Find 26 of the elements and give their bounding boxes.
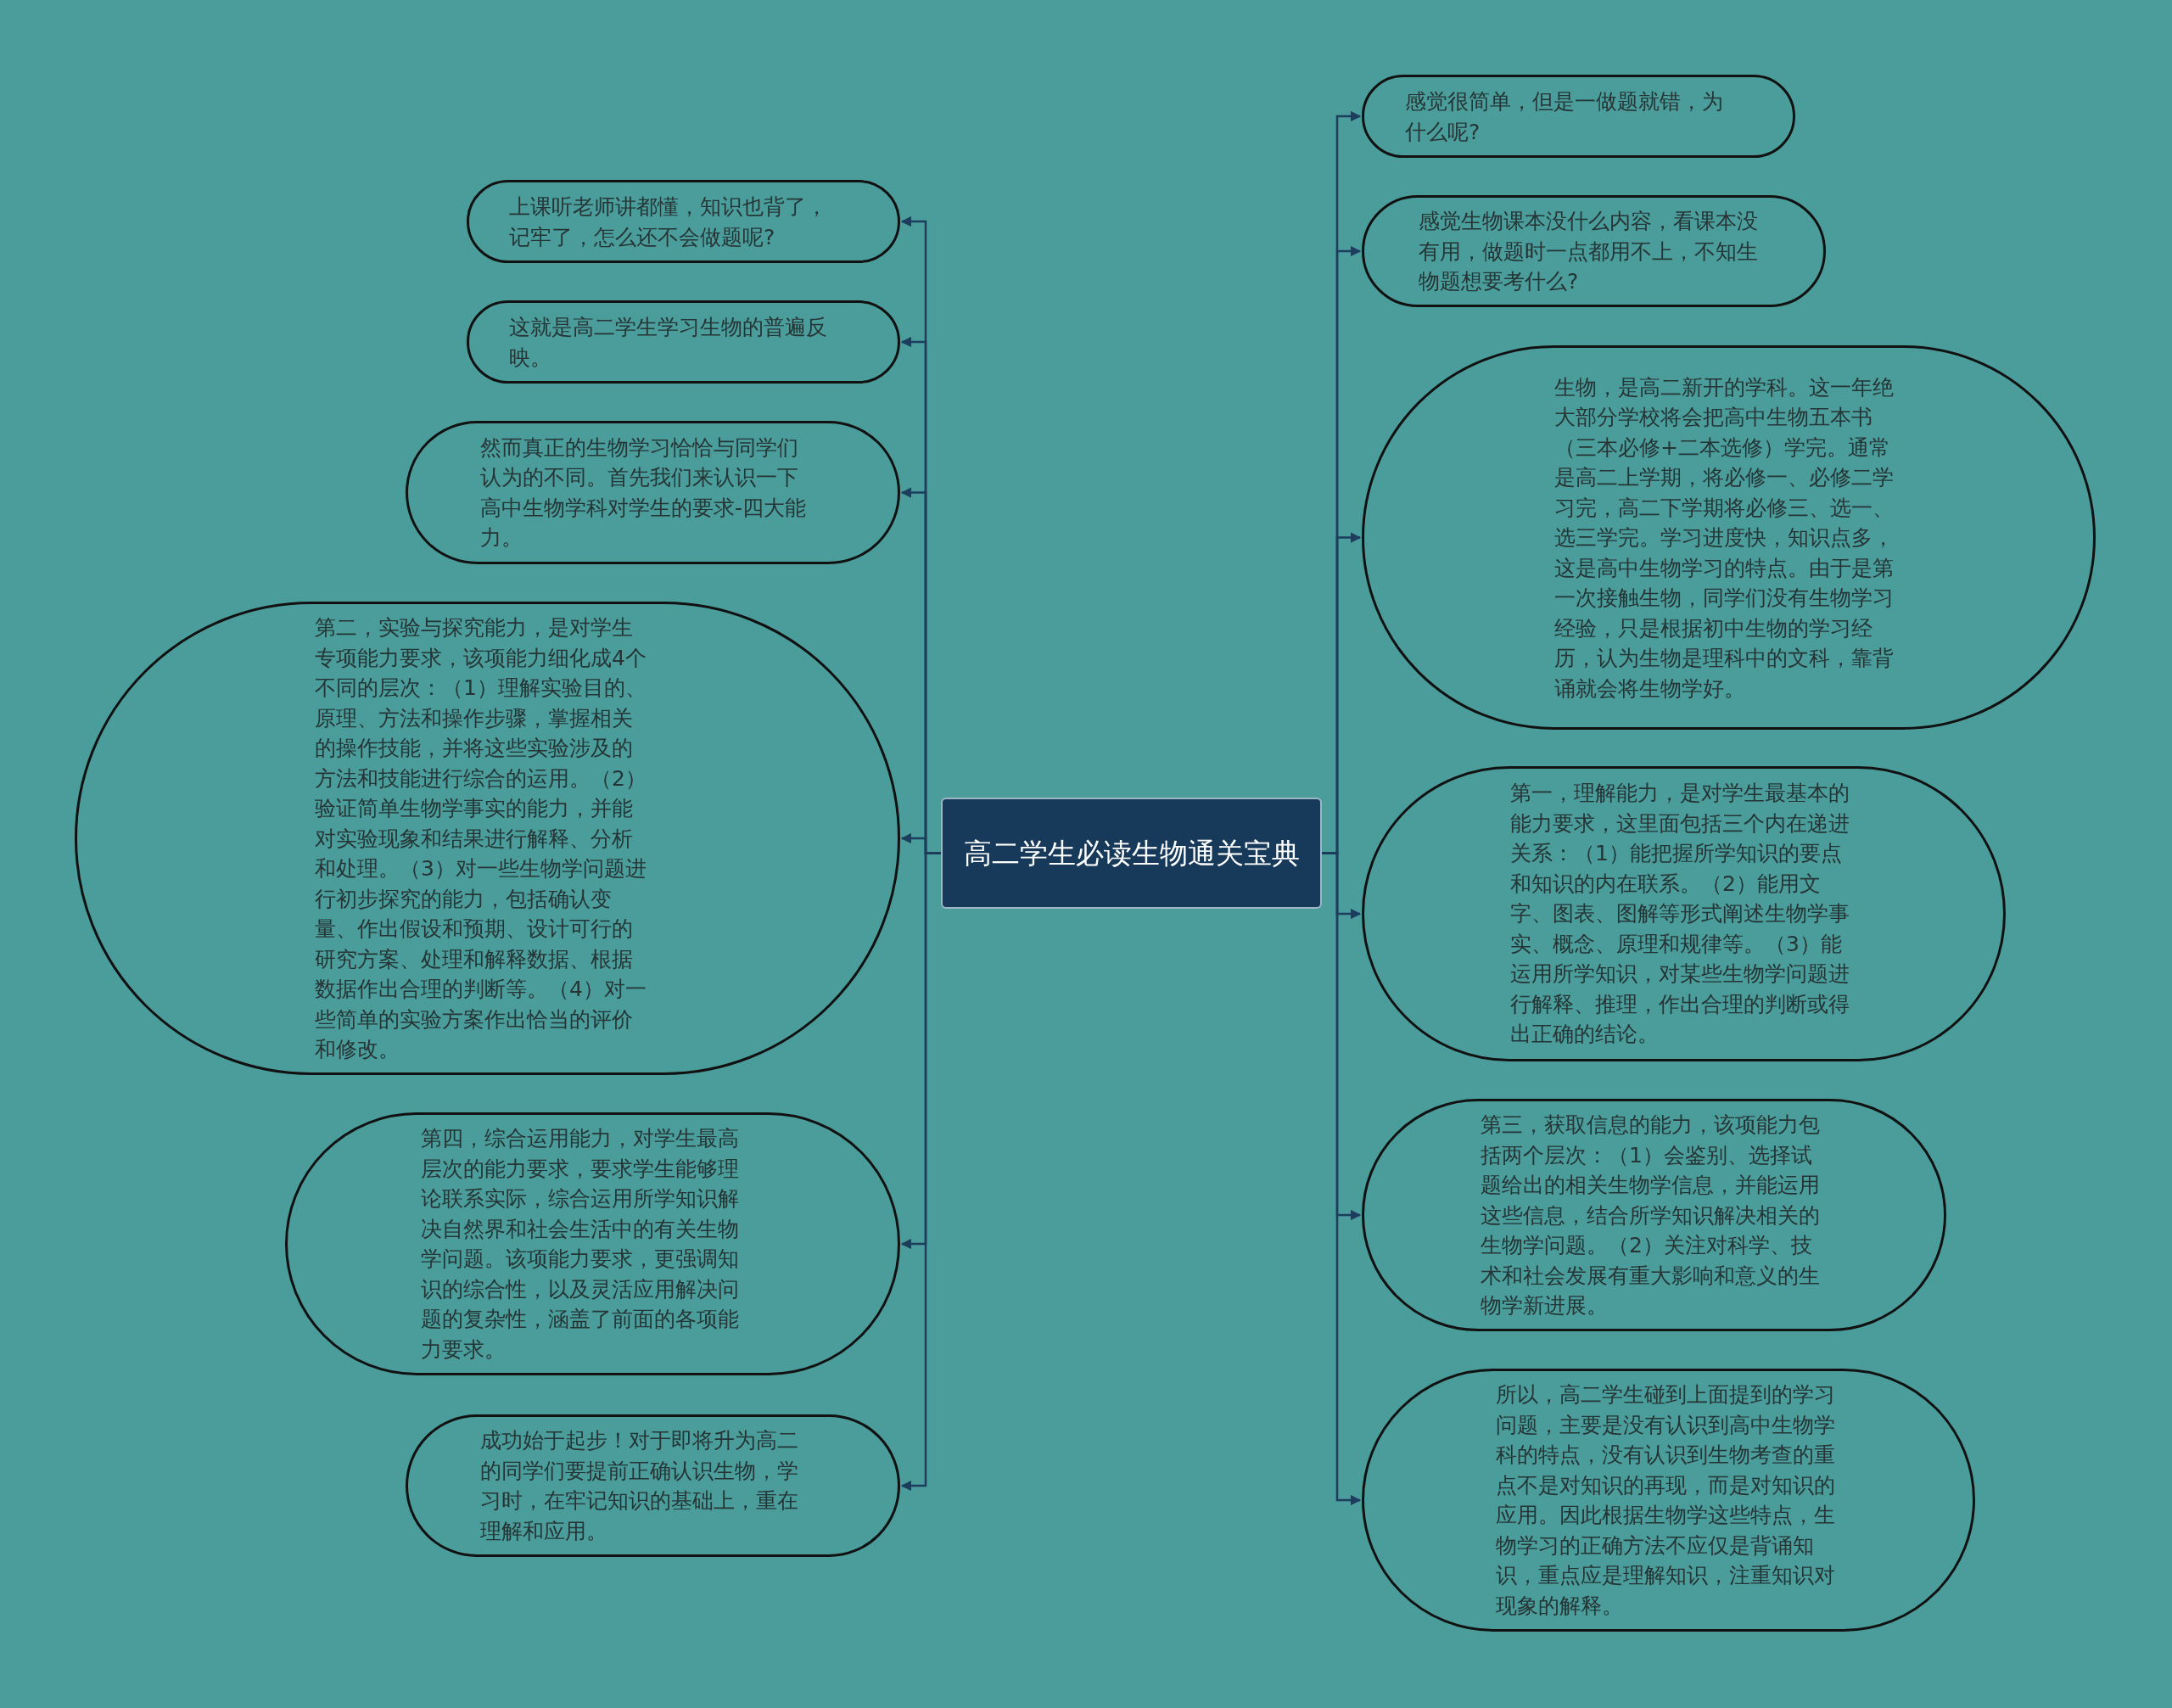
topic-bubble xyxy=(467,300,900,384)
topic-text: 然而真正的生物学习恰恰与同学们认为的不同。首先我们来认识一下高中生物学科对学生的要求-四大能力。 xyxy=(480,434,808,552)
central-topic-box xyxy=(941,798,1322,909)
topic-bubble xyxy=(1362,75,1795,158)
topic-text: 成功始于起步！对于即将升为高二的同学们要提前正确认识生物，学习时，在牢记知识的基础上，重在理解和应用。 xyxy=(480,1427,799,1545)
topic-bubble xyxy=(1362,766,2006,1061)
topic-text: 第二，实验与探究能力，是对学生专项能力要求，该项能力细化成4个不同的层次：（1）理解实验目的、原理、方法和操作步骤，掌握相关的操作技能，并将这些实验涉及的方法和技能进行综合的运用。（2）验证简单生物学事实的能力，并能对实验现象和结果进行解释、分析和处理。（3）对一些生物学问题进行初步探究的能力，包括确认变量、作出假设和预期、设计可行的研究方案、处理和解释数据、根据数据作出合理的判断等。（4）对一些简单的实验方案作出恰当的评价和修改。 xyxy=(315,613,647,1063)
topic-text: 这就是高二学生学习生物的普遍反映。 xyxy=(509,313,828,371)
topic-bubble xyxy=(285,1112,900,1375)
topic-bubble xyxy=(1362,195,1826,307)
topic-text: 所以，高二学生碰到上面提到的学习问题，主要是没有认识到高中生物学科的特点，没有认识到生物考查的重点不是对知识的再现，而是对知识的应用。因此根据生物学这些特点，生物学习的正确方法不应仅是背诵知识，重点应是理解知识，注重知识对现象的解释。 xyxy=(1496,1381,1835,1620)
topic-text: 生物，是高二新开的学科。这一年绝大部分学校将会把高中生物五本书（三本必修+二本选修）学完。通常是高二上学期，将必修一、必修二学习完，高二下学期将必修三、选一、选三学完。学习进度快，知识点多，这是高中生物学习的特点。由于是第一次接触生物，同学们没有生物学习经验，只是根据初中生物的学习经历，认为生物是理科中的文科，靠背诵就会将生物学好。 xyxy=(1554,373,1894,703)
topic-text: 感觉很简单，但是一做题就错，为什么呢? xyxy=(1405,87,1724,145)
topic-text: 第三，获取信息的能力，该项能力包括两个层次：（1）会鉴别、选择试题给出的相关生物学信息，并能运用这些信息，结合所学知识解决相关的生物学问题。（2）关注对科学、技术和社会发展有重大影响和意义的生物学新进展。 xyxy=(1481,1111,1820,1319)
topic-text: 第一，理解能力，是对学生最基本的能力要求，这里面包括三个内在递进关系：（1）能把握所学知识的要点和知识的内在联系。（2）能用文字、图表、图解等形式阐述生物学事实、概念、原理和规律等。（3）能运用所学知识，对某些生物学问题进行解释、推理，作出合理的判断或得出正确的结论。 xyxy=(1510,780,1850,1049)
topic-bubble xyxy=(75,602,900,1075)
topic-text: 感觉生物课本没什么内容，看课本没有用，做题时一点都用不上，不知生物题想要考什么? xyxy=(1419,207,1759,295)
topic-bubble xyxy=(406,421,900,564)
topic-text: 第四，综合运用能力，对学生最高层次的能力要求，要求学生能够理论联系实际，综合运用所学知识解决自然界和社会生活中的有关生物学问题。该项能力要求，更强调知识的综合性，以及灵活应用解决问题的复杂性，涵盖了前面的各项能力要求。 xyxy=(421,1125,740,1364)
topic-bubble xyxy=(406,1414,900,1557)
topic-text: 上课听老师讲都懂，知识也背了，记牢了，怎么还不会做题呢? xyxy=(509,193,828,250)
topic-title: 高二学生必读生物通关宝典 xyxy=(962,835,1301,871)
topic-bubble xyxy=(467,180,900,263)
topic-bubble xyxy=(1362,1369,1975,1632)
topic-bubble xyxy=(1362,345,2096,730)
topic-bubble xyxy=(1362,1099,1946,1331)
